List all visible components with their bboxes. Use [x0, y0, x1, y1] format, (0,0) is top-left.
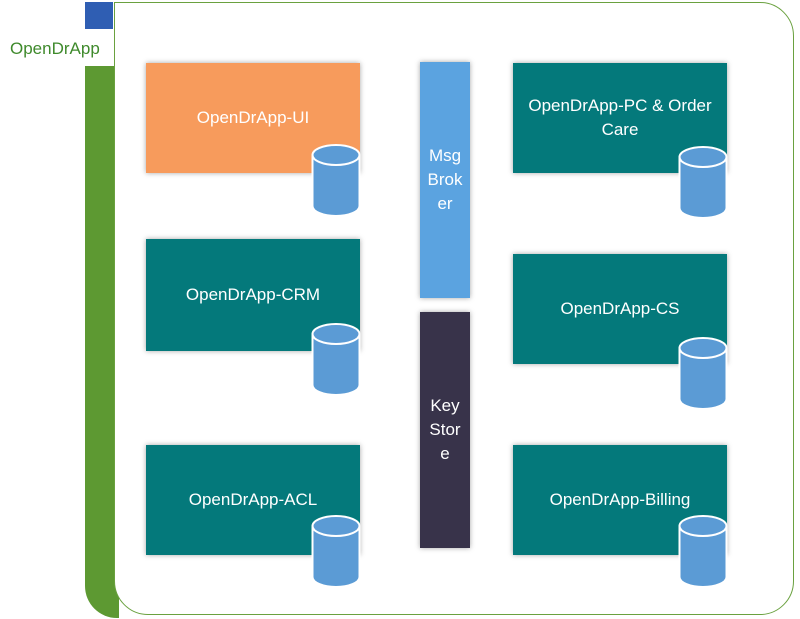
- key-store-label: Key Stor e: [429, 396, 461, 463]
- pc-order-care-service-label: OpenDrApp-PC & Order Care: [528, 96, 712, 139]
- acl-service-label: OpenDrApp-ACL: [188, 490, 318, 509]
- key-store-box: Key Stor e: [420, 312, 470, 548]
- cs-database-icon: [678, 337, 728, 411]
- crm-database-icon: [311, 323, 361, 397]
- acl-database-icon: [311, 515, 361, 589]
- app-label: OpenDrApp: [10, 39, 100, 58]
- cs-service-label: OpenDrApp-CS: [560, 299, 680, 318]
- ui-service-label: OpenDrApp-UI: [196, 108, 310, 127]
- pc-order-care-database-icon: [678, 146, 728, 220]
- crm-service-label: OpenDrApp-CRM: [185, 285, 321, 304]
- msg-broker-label: Msg Brok er: [427, 146, 463, 213]
- ui-database-icon: [311, 144, 361, 218]
- msg-broker-box: Msg Brok er: [420, 62, 470, 298]
- billing-service-label: OpenDrApp-Billing: [549, 490, 691, 509]
- side-bar: [85, 66, 119, 618]
- corner-square: [85, 2, 113, 29]
- billing-database-icon: [678, 515, 728, 589]
